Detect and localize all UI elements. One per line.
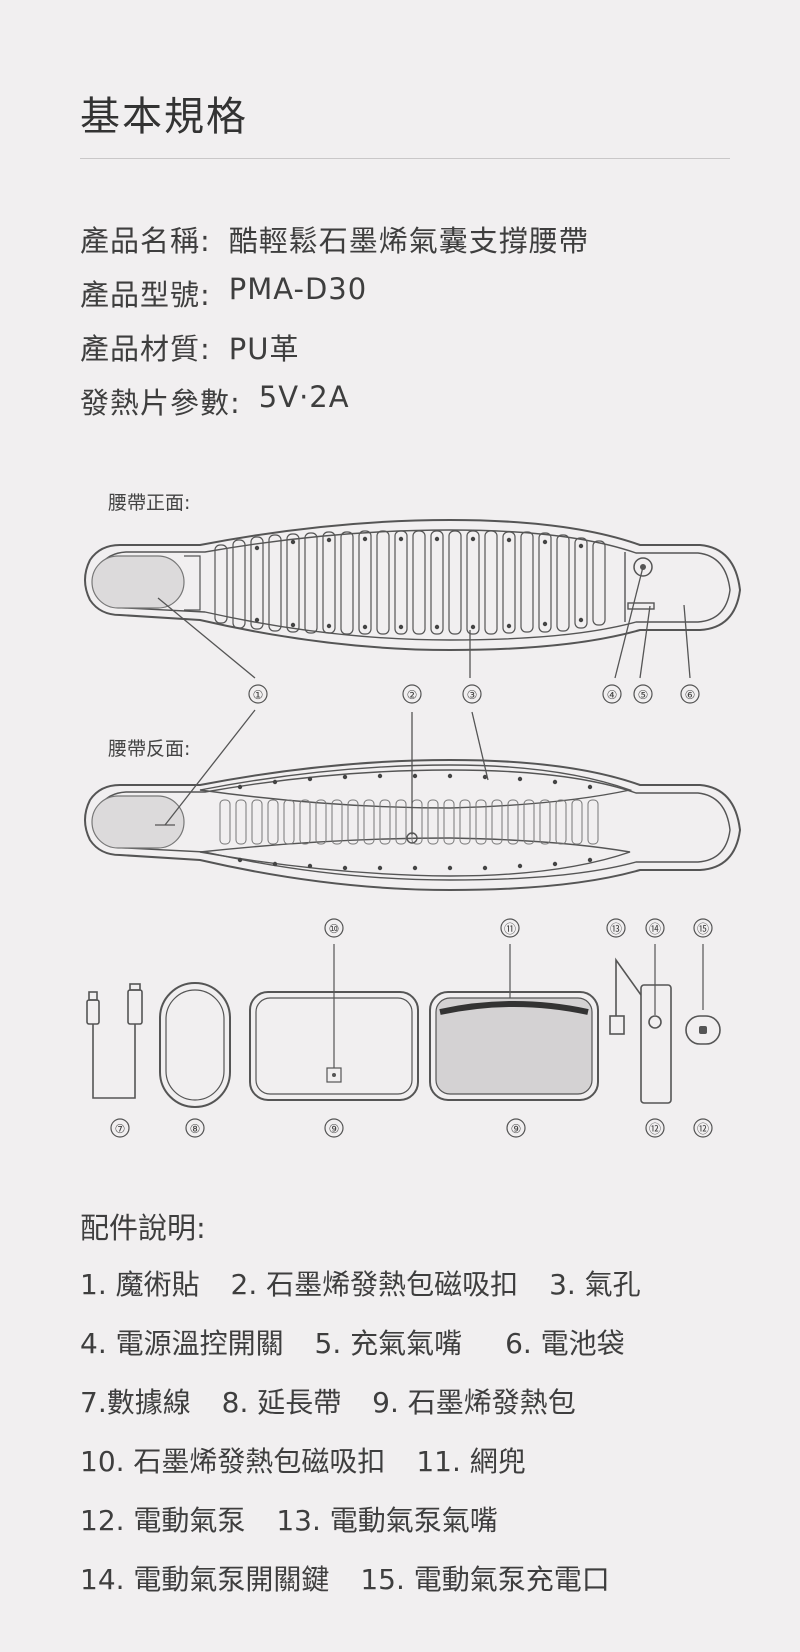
- accessory-row: 4. 電源溫控開關 5. 充氣氣嘴 6. 電池袋: [80, 1322, 625, 1362]
- spec-name: 產品名稱: 酷輕鬆石墨烯氣囊支撐腰帶: [80, 218, 589, 260]
- marker-10: ⑩: [329, 922, 340, 936]
- title-divider: [80, 158, 730, 159]
- power-switch: [633, 557, 653, 577]
- marker-5: ⑤: [638, 688, 649, 702]
- marker-8: ⑧: [190, 1122, 201, 1136]
- marker-12b: ⑫: [697, 1122, 709, 1136]
- marker-6: ⑥: [685, 688, 696, 702]
- accessory-item: 4. 電源溫控開關: [80, 1327, 284, 1360]
- front-air-cells: [214, 530, 606, 635]
- accessory-item: 3. 氣孔: [549, 1268, 641, 1301]
- back-air-cells: [219, 799, 599, 845]
- accessory-item: 7.數據線: [80, 1386, 191, 1419]
- accessory-item: 9. 石墨烯發熱包: [372, 1386, 576, 1419]
- cable-drawing: [86, 983, 143, 1099]
- inflate-nozzle: [627, 602, 655, 610]
- spec-label: 產品材質:: [80, 332, 211, 366]
- accessory-row: 1. 魔術貼 2. 石墨烯發熱包磁吸扣 3. 氣孔: [80, 1263, 641, 1303]
- front-velcro: [91, 555, 185, 609]
- accessory-item: 1. 魔術貼: [80, 1268, 200, 1301]
- spec-model: 產品型號: PMA-D30: [80, 272, 367, 314]
- belt-diagram: ① ② ③ ④ ⑤ ⑥ ⑩ ⑪ ⑬ ⑭ ⑮ ⑦ ⑧ ⑨ ⑨ ⑫ ⑫: [84, 518, 742, 1138]
- accessory-row: 10. 石墨烯發熱包磁吸扣 11. 網兜: [80, 1440, 526, 1480]
- marker-9a: ⑨: [329, 1122, 340, 1136]
- mesh-pocket-drawing: [429, 991, 599, 1101]
- accessory-row: 12. 電動氣泵 13. 電動氣泵氣嘴: [80, 1499, 498, 1539]
- heat-pack-drawing: [249, 991, 419, 1101]
- accessory-item: 10. 石墨烯發熱包磁吸扣: [80, 1445, 386, 1478]
- spec-heater: 發熱片參數: 5V·2A: [80, 380, 350, 422]
- accessory-item: 12. 電動氣泵: [80, 1504, 246, 1537]
- front-air-holes: [254, 536, 584, 630]
- back-label: 腰帶反面:: [108, 738, 191, 760]
- marker-14: ⑭: [649, 922, 661, 936]
- pump-drawing: [609, 957, 721, 1104]
- front-label: 腰帶正面:: [108, 492, 191, 514]
- spec-label: 發熱片參數:: [80, 386, 241, 420]
- marker-4: ④: [607, 688, 618, 702]
- accessory-item: 6. 電池袋: [505, 1327, 625, 1360]
- accessory-row: 7.數據線 8. 延長帶 9. 石墨烯發熱包: [80, 1381, 576, 1421]
- accessory-item: 5. 充氣氣嘴: [314, 1327, 463, 1360]
- accessory-item: 2. 石墨烯發熱包磁吸扣: [230, 1268, 519, 1301]
- spec-value: PU革: [228, 332, 300, 366]
- marker-7: ⑦: [115, 1122, 126, 1136]
- marker-11: ⑪: [504, 922, 516, 936]
- marker-12a: ⑫: [649, 1122, 661, 1136]
- front-belt-outline: [84, 518, 742, 652]
- spec-label: 產品名稱:: [80, 224, 211, 258]
- accessory-item: 11. 網兜: [416, 1445, 526, 1478]
- marker-1: ①: [253, 688, 264, 702]
- spec-value: PMA-D30: [228, 272, 368, 306]
- spec-label: 產品型號:: [80, 278, 211, 312]
- accessory-row: 14. 電動氣泵開關鍵 15. 電動氣泵充電口: [80, 1558, 610, 1598]
- spec-value: 5V·2A: [258, 380, 350, 414]
- marker-9b: ⑨: [511, 1122, 522, 1136]
- page-title: 基本規格: [80, 94, 248, 140]
- spec-material: 產品材質: PU革: [80, 326, 300, 368]
- back-belt-inner: [96, 769, 731, 881]
- accessory-item: 13. 電動氣泵氣嘴: [276, 1504, 498, 1537]
- back-air-holes: [237, 773, 593, 871]
- marker-15: ⑮: [697, 922, 709, 936]
- accessory-item: 14. 電動氣泵開關鍵: [80, 1563, 330, 1596]
- spec-value: 酷輕鬆石墨烯氣囊支撐腰帶: [228, 224, 589, 258]
- marker-2: ②: [407, 688, 418, 702]
- accessory-item: 15. 電動氣泵充電口: [360, 1563, 610, 1596]
- extension-belt-drawing: [159, 982, 231, 1108]
- back-belt-outline: [84, 758, 742, 892]
- back-velcro: [91, 795, 185, 849]
- accessory-item: 8. 延長帶: [221, 1386, 342, 1419]
- marker-3: ③: [467, 688, 478, 702]
- marker-13: ⑬: [610, 922, 622, 936]
- accessories-title: 配件說明:: [80, 1211, 206, 1245]
